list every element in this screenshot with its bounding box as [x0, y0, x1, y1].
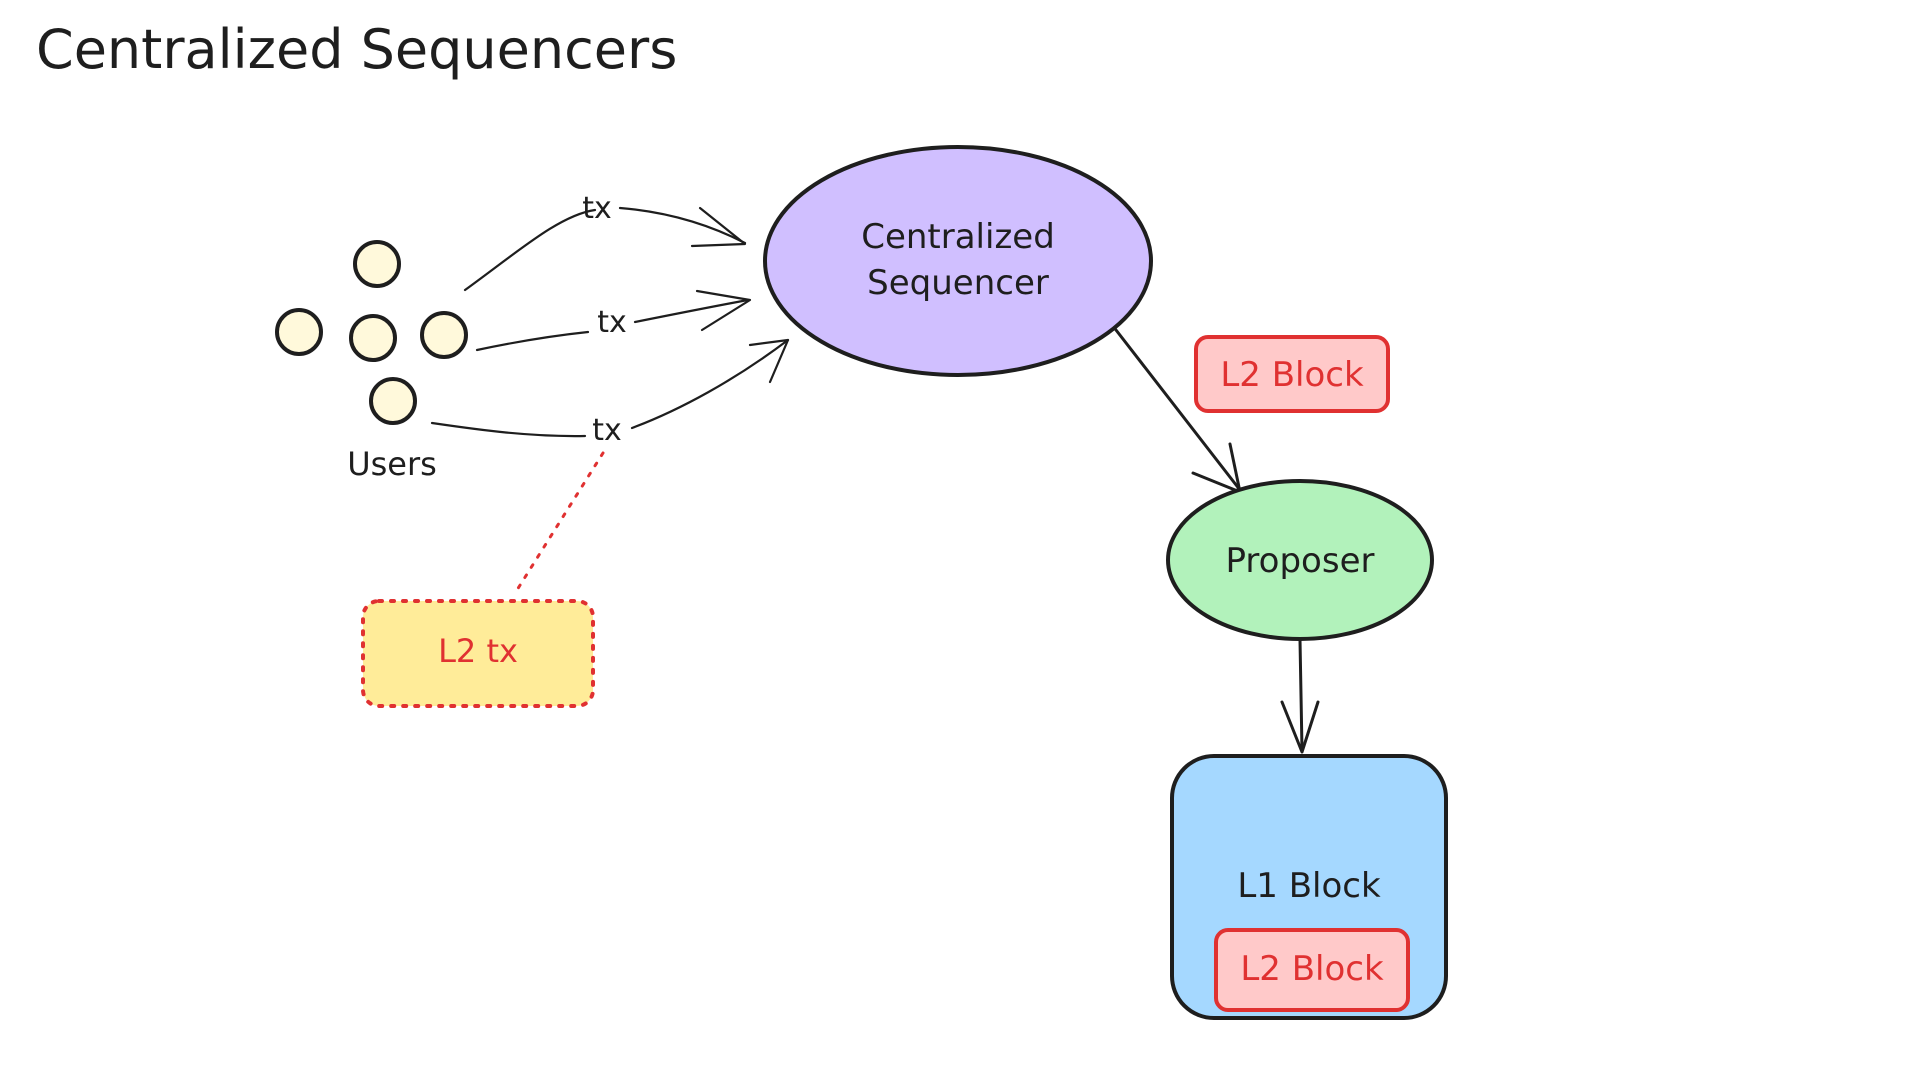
tx-label-middle: tx: [597, 305, 627, 340]
l2-tx-connector: [515, 451, 605, 592]
proposer-to-l1-arrow: [1280, 638, 1320, 754]
l2-block-inner: [1214, 928, 1410, 1012]
tx-arrow-top: [463, 208, 597, 292]
tx-arrowhead-middle: [695, 289, 752, 332]
user-node: [420, 311, 468, 359]
tx-arrow-middle: [475, 330, 590, 352]
l2-tx-label: L2 tx: [438, 632, 518, 670]
user-node: [369, 377, 417, 425]
l1-block-label: L1 Block: [1237, 866, 1381, 906]
sequencer-node: [763, 145, 1153, 377]
sequencer-label-line1: Centralized: [861, 217, 1055, 257]
tx-arrowhead-top: [690, 206, 747, 248]
proposer-label: Proposer: [1226, 541, 1375, 581]
l2-block-floating: [1194, 335, 1390, 413]
l2-block-floating-label: L2 Block: [1220, 355, 1364, 395]
sequencer-label-line2: Sequencer: [867, 263, 1049, 303]
user-node: [353, 240, 401, 288]
l2-tx-box: [361, 599, 595, 708]
tx-arrow-bottom: [430, 421, 587, 438]
diagram-title: Centralized Sequencers: [36, 18, 677, 81]
tx-arrows: [430, 206, 790, 438]
tx-arrowhead-bottom: [748, 338, 790, 384]
l2-block-inner-label: L2 Block: [1240, 949, 1384, 989]
tx-arrow-middle-tail: [633, 298, 750, 324]
users-group: [275, 240, 468, 425]
tx-arrow-top-tail: [618, 206, 747, 245]
users-label: Users: [347, 445, 437, 483]
tx-label-bottom: tx: [592, 413, 622, 448]
user-node: [275, 308, 323, 356]
user-node: [349, 314, 397, 362]
tx-label-top: tx: [582, 191, 612, 226]
tx-arrow-bottom-tail: [630, 338, 790, 430]
